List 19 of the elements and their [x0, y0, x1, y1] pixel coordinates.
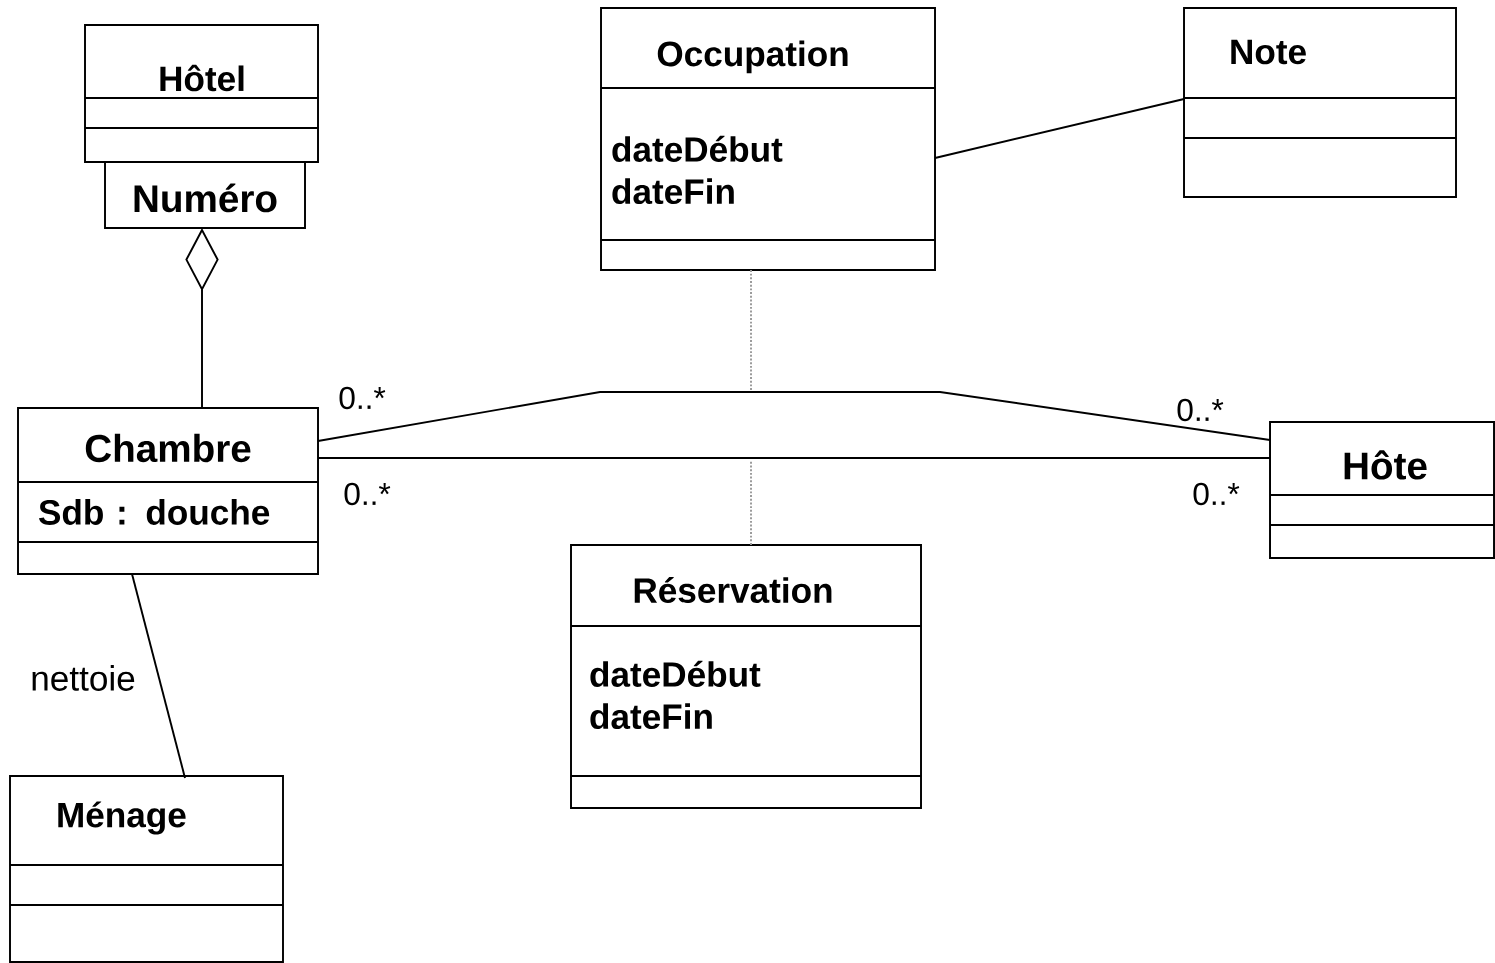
class-box: Note	[1183, 7, 1457, 198]
class-box: Occupation dateDébut dateFin	[600, 7, 936, 271]
dotted-line	[750, 269, 752, 391]
dotted-line	[750, 459, 752, 546]
association-line	[934, 98, 1185, 159]
class-box: Chambre Sdb : douche	[17, 407, 319, 575]
multiplicity-label: 0..*	[1177, 398, 1224, 422]
class-box: Hôtel	[84, 24, 319, 163]
class-box: Réservation dateDébut dateFin	[570, 544, 922, 809]
class-box: Hôte	[1269, 421, 1495, 559]
association-line	[317, 457, 1271, 459]
multiplicity-label: 0..*	[1193, 482, 1240, 506]
association-line	[317, 391, 1271, 442]
multiplicity-label: 0..*	[344, 482, 391, 506]
edge-label: nettoie	[28, 663, 138, 693]
class-box: Ménage	[9, 775, 284, 963]
association-line	[131, 573, 186, 779]
qualifier-box: Numéro	[104, 161, 306, 229]
multiplicity-label: 0..*	[339, 386, 386, 410]
